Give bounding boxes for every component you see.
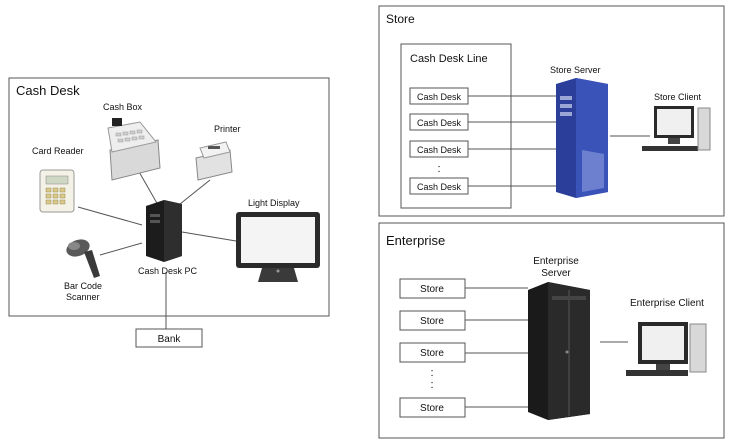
store-server-label: Store Server — [550, 65, 601, 75]
cash-box-icon — [107, 118, 161, 181]
bank-label: Bank — [158, 334, 182, 345]
enterprise-ellipsis-1: : — [430, 367, 433, 379]
bar-code-scanner-label-line1: Bar Code — [64, 281, 102, 291]
svg-text:Cash Desk: Cash Desk — [417, 92, 462, 102]
card-reader-icon — [39, 169, 75, 213]
enterprise-store-4: Store — [399, 397, 466, 418]
svg-text:Store: Store — [420, 316, 444, 327]
printer-label: Printer — [214, 124, 241, 134]
cash-desk-line-title: Cash Desk Line — [410, 53, 488, 65]
printer-icon — [195, 141, 233, 181]
cash-desk-panel: Cash Desk Cash Box — [8, 77, 330, 348]
svg-text:Store: Store — [420, 348, 444, 359]
cash-box-label: Cash Box — [103, 102, 143, 112]
bar-code-scanner-label-line2: Scanner — [66, 292, 100, 302]
store-client-label: Store Client — [654, 92, 702, 102]
store-connectors — [468, 95, 650, 187]
store-panel: Store Cash Desk Line Cash Desk Cash Desk… — [378, 5, 725, 217]
light-display-icon — [236, 212, 320, 282]
svg-text:Store: Store — [420, 284, 444, 295]
enterprise-store-1: Store — [399, 278, 466, 299]
enterprise-server-label-line2: Server — [541, 268, 571, 279]
cash-desk-item-3: Cash Desk — [409, 140, 469, 158]
cash-desk-item-1: Cash Desk — [409, 87, 469, 105]
enterprise-server-label-line1: Enterprise — [533, 256, 579, 267]
store-client-icon — [642, 106, 711, 151]
enterprise-panel: Enterprise Store Store Store : : Store — [378, 222, 725, 439]
svg-text:Cash Desk: Cash Desk — [417, 145, 462, 155]
bar-code-scanner-icon — [66, 239, 100, 278]
enterprise-connectors — [465, 287, 628, 408]
enterprise-store-2: Store — [399, 310, 466, 331]
svg-text:Store: Store — [420, 403, 444, 414]
svg-text:Cash Desk: Cash Desk — [417, 118, 462, 128]
enterprise-store-3: Store — [399, 342, 466, 363]
cash-desk-item-2: Cash Desk — [409, 113, 469, 131]
enterprise-client-label: Enterprise Client — [630, 298, 704, 309]
enterprise-client-icon — [626, 322, 707, 376]
enterprise-ellipsis-2: : — [430, 379, 433, 391]
card-reader-label: Card Reader — [32, 146, 84, 156]
cash-desk-item-4: Cash Desk — [409, 177, 469, 195]
light-display-label: Light Display — [248, 198, 300, 208]
enterprise-server-icon — [528, 282, 590, 420]
store-server-icon — [556, 78, 608, 198]
cash-desk-pc-icon — [146, 200, 182, 262]
cash-desk-pc-label: Cash Desk PC — [138, 266, 198, 276]
cash-desk-line-ellipsis: : — [437, 163, 440, 175]
cash-desk-connectors — [77, 169, 237, 329]
store-title: Store — [386, 12, 415, 26]
cash-desk-title: Cash Desk — [16, 83, 80, 98]
bank-box — [135, 328, 203, 348]
svg-text:Cash Desk: Cash Desk — [417, 182, 462, 192]
enterprise-title: Enterprise — [386, 233, 445, 248]
